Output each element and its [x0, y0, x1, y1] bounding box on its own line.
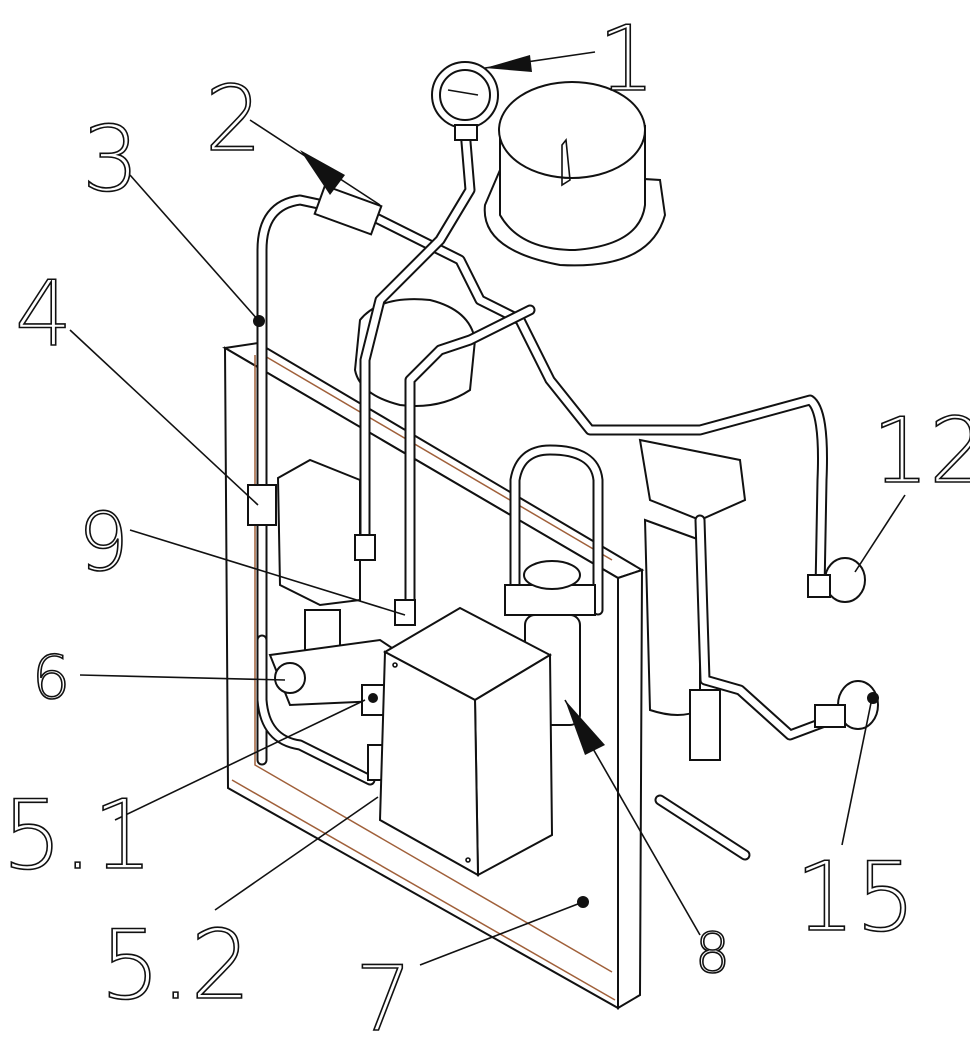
label-8: 8 — [695, 921, 730, 985]
label-12: 12 — [872, 399, 970, 504]
label-4: 4 — [15, 262, 72, 367]
label-3: 3 — [82, 107, 139, 212]
electrical-box — [380, 608, 552, 875]
label-6: 6 — [32, 643, 70, 713]
label-2: 2 — [205, 67, 262, 172]
label-7: 7 — [355, 947, 412, 1038]
label-5-1: 5.1 — [2, 781, 153, 891]
label-5-2: 5.2 — [100, 911, 251, 1021]
label-15: 15 — [795, 843, 916, 953]
label-1: 1 — [598, 7, 655, 112]
label-9: 9 — [78, 496, 129, 589]
